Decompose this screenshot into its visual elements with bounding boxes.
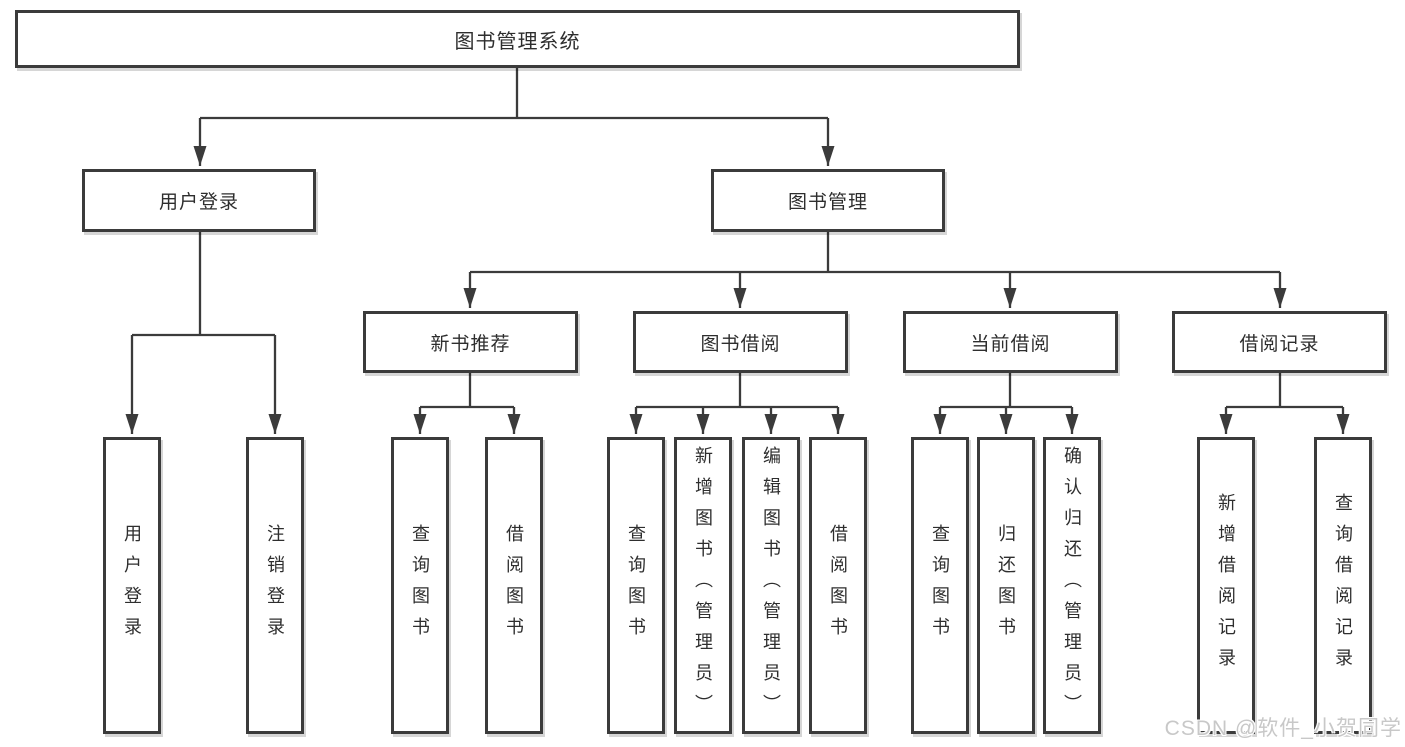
node-current-query-books-label: 查询图书: [930, 523, 950, 648]
node-logout-leaf-label: 注销登录: [265, 523, 285, 648]
node-borrow-add-books-admin: 新增图书（管理员）: [674, 437, 732, 734]
node-current-return-books-label: 归还图书: [996, 523, 1016, 648]
node-book-management: 图书管理: [711, 169, 945, 232]
node-current-return-books: 归还图书: [977, 437, 1035, 734]
node-user-login-leaf-label: 用户登录: [122, 523, 142, 648]
node-book-borrow: 图书借阅: [633, 311, 848, 373]
node-records-add-record: 新增借阅记录: [1197, 437, 1255, 734]
node-current-borrow: 当前借阅: [903, 311, 1118, 373]
node-borrow-borrow-books: 借阅图书: [809, 437, 867, 734]
node-borrow-edit-books-admin-label: 编辑图书（管理员）: [761, 446, 781, 725]
node-current-confirm-return-admin: 确认归还（管理员）: [1043, 437, 1101, 734]
node-borrow-records: 借阅记录: [1172, 311, 1387, 373]
node-records-query-record-label: 查询借阅记录: [1333, 492, 1353, 679]
node-records-add-record-label: 新增借阅记录: [1216, 492, 1236, 679]
node-recommend-borrow-books: 借阅图书: [485, 437, 543, 734]
node-current-confirm-return-admin-label: 确认归还（管理员）: [1062, 446, 1082, 725]
node-records-query-record: 查询借阅记录: [1314, 437, 1372, 734]
node-logout-leaf: 注销登录: [246, 437, 304, 734]
node-recommend-borrow-books-label: 借阅图书: [504, 523, 524, 648]
node-current-query-books: 查询图书: [911, 437, 969, 734]
node-recommend-query-books-label: 查询图书: [410, 523, 430, 648]
node-library-system: 图书管理系统: [15, 10, 1020, 68]
node-recommend-query-books: 查询图书: [391, 437, 449, 734]
node-user-login: 用户登录: [82, 169, 316, 232]
node-borrow-add-books-admin-label: 新增图书（管理员）: [693, 446, 713, 725]
node-new-book-recommend: 新书推荐: [363, 311, 578, 373]
node-borrow-query-books-label: 查询图书: [626, 523, 646, 648]
node-borrow-borrow-books-label: 借阅图书: [828, 523, 848, 648]
csdn-watermark: CSDN @软件_小贺同学: [1164, 717, 1402, 740]
node-user-login-leaf: 用户登录: [103, 437, 161, 734]
node-borrow-edit-books-admin: 编辑图书（管理员）: [742, 437, 800, 734]
node-borrow-query-books: 查询图书: [607, 437, 665, 734]
